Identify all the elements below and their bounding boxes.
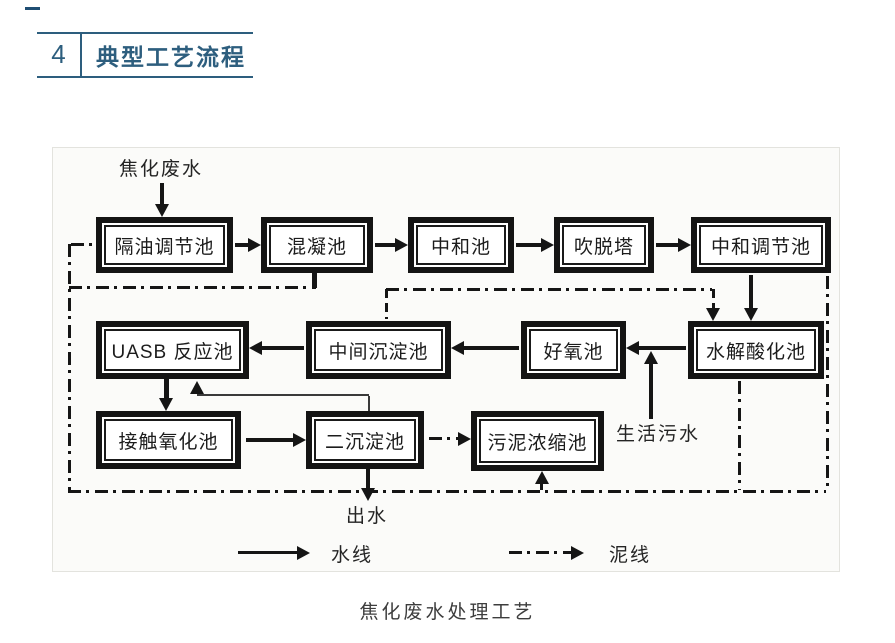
sludge-line-left-vertical: [68, 244, 71, 490]
flow-line-aerobic-to-intermediate: [464, 346, 519, 350]
box-label: 混凝池: [269, 225, 365, 265]
process-flow-diagram: 焦化废水 生活污水 出水 隔油调节池 混凝池 中和池 吹脱塔 中和调节池 UAS…: [52, 147, 840, 572]
flow-line-hydrolysis-to-aerobic: [639, 346, 686, 350]
flow-line-neutralization-to-stripping: [516, 243, 542, 247]
arrowhead-icon: [155, 204, 169, 217]
box-label: UASB 反应池: [104, 329, 241, 371]
box-label: 中和调节池: [699, 225, 823, 265]
process-box-stripping-tower: 吹脱塔: [554, 217, 654, 273]
process-box-hydrolysis-acidification-tank: 水解酸化池: [688, 321, 824, 379]
sludge-riser-thickener: [540, 484, 543, 490]
process-box-coagulation-tank: 混凝池: [261, 217, 373, 273]
effluent-label: 出水: [346, 506, 389, 527]
section-number: 4: [51, 39, 66, 69]
flow-line-uasb-down: [164, 379, 169, 399]
box-label: 吹脱塔: [562, 225, 646, 265]
sludge-drop-intermediate: [385, 289, 388, 319]
flow-line-regulating-down: [749, 275, 753, 309]
sludge-line-secondary-to-thickener: [429, 437, 458, 440]
legend-sludge-label: 泥线: [609, 545, 652, 566]
process-box-secondary-sedimentation-tank: 二沉淀池: [306, 411, 424, 469]
header-bottom-rule: [37, 76, 253, 78]
sludge-line-bottom: [68, 490, 826, 493]
box-label: 污泥浓缩池: [479, 419, 596, 463]
box-label: 接触氧化池: [104, 419, 233, 461]
arrowhead-icon: [293, 433, 306, 447]
flow-line-coagulation-to-neutralization: [375, 243, 396, 247]
header-top-rule: [37, 32, 253, 34]
arrowhead-icon: [644, 351, 658, 364]
sludge-stub-coagulation: [312, 273, 317, 288]
legend-sludge-line-sample: [509, 551, 571, 554]
flow-line-input-down: [160, 183, 164, 205]
section-title: 典型工艺流程: [96, 43, 246, 70]
legend-water-label: 水线: [331, 545, 374, 566]
flow-line-intermediate-to-uasb: [262, 346, 304, 350]
box-label: 隔油调节池: [104, 225, 225, 265]
process-box-sludge-thickening-tank: 污泥浓缩池: [471, 411, 604, 471]
arrowhead-icon: [159, 398, 173, 411]
figure-caption: 焦化废水处理工艺: [359, 602, 536, 623]
domestic-sewage-label: 生活污水: [616, 424, 701, 445]
recirculation-line: [197, 394, 369, 396]
box-label: 水解酸化池: [696, 329, 816, 371]
process-box-neutralization-regulating-tank: 中和调节池: [691, 217, 831, 273]
arrowhead-icon: [458, 432, 471, 446]
process-box-uasb-reactor: UASB 反应池: [96, 321, 249, 379]
flow-line-stripping-to-regulating: [656, 243, 679, 247]
arrowhead-icon: [626, 341, 639, 355]
legend-water-line-sample: [238, 551, 297, 554]
box-label: 二沉淀池: [314, 419, 416, 461]
flow-line-effluent-down: [366, 469, 370, 489]
arrowhead-icon: [451, 341, 464, 355]
header-divider: [80, 32, 82, 78]
recirculation-line-riser: [368, 396, 370, 411]
arrowhead-icon: [541, 238, 554, 252]
input-stream-label: 焦化废水: [119, 159, 204, 180]
process-box-contact-oxidation-tank: 接触氧化池: [96, 411, 241, 469]
flow-line-domestic-sewage: [649, 364, 653, 419]
arrowhead-icon: [248, 238, 261, 252]
sludge-line-right-vertical: [826, 276, 829, 490]
process-box-aerobic-tank: 好氧池: [521, 321, 626, 379]
arrowhead-icon: [297, 546, 310, 560]
sludge-drop-hydrolysis: [712, 289, 715, 309]
arrowhead-icon: [571, 546, 584, 560]
sludge-line-coagulation-return: [69, 286, 316, 289]
flow-line-oil-to-coagulation: [235, 243, 248, 247]
process-box-oil-separation-regulating-tank: 隔油调节池: [96, 217, 233, 273]
sludge-line-hydrolysis-down: [738, 381, 741, 490]
arrowhead-icon: [395, 238, 408, 252]
arrowhead-icon: [744, 308, 758, 321]
arrowhead-icon: [678, 238, 691, 252]
process-box-neutralization-tank: 中和池: [408, 217, 514, 273]
arrowhead-icon: [249, 341, 262, 355]
arrowhead-icon: [190, 381, 204, 394]
box-label: 中间沉淀池: [314, 329, 443, 371]
arrowhead-icon: [706, 308, 720, 321]
corner-tick: [25, 7, 40, 10]
sludge-line-intermediate-to-hydrolysis: [386, 288, 712, 291]
arrowhead-icon: [535, 471, 549, 484]
box-label: 中和池: [416, 225, 506, 265]
flow-line-contact-to-secondary: [246, 438, 294, 442]
box-label: 好氧池: [529, 329, 618, 371]
sludge-line-return-to-oil-tank: [71, 243, 96, 246]
process-box-intermediate-sedimentation-tank: 中间沉淀池: [306, 321, 451, 379]
